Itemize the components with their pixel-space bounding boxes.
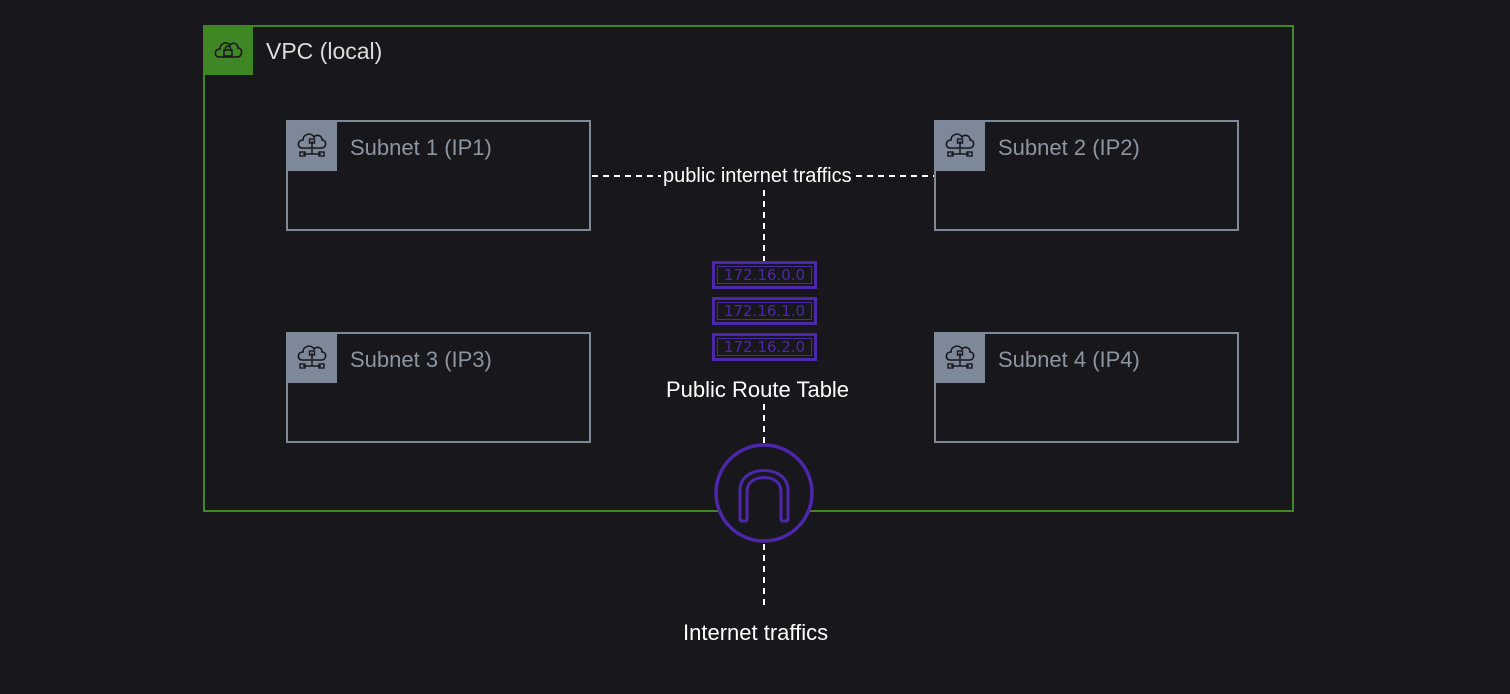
route-entry-text: 172.16.2.0 (723, 338, 806, 356)
subnet-3 (286, 332, 591, 443)
subnet-1-label: Subnet 1 (IP1) (350, 135, 492, 160)
subnet-4-badge (935, 333, 985, 383)
cloud-lock-icon (214, 42, 243, 58)
route-entry-text: 172.16.1.0 (723, 302, 806, 320)
route-entry: 172.16.2.0 (712, 333, 817, 361)
cloud-network-icon (945, 133, 975, 157)
subnet-link-label: public internet traffics (661, 165, 854, 188)
subnet-1-badge (287, 121, 337, 171)
cloud-network-icon (297, 133, 327, 157)
route-entry-frame (717, 302, 812, 320)
subnet-1 (286, 120, 591, 231)
route-entry: 172.16.0.0 (712, 261, 817, 289)
vpc-label: VPC (local) (266, 38, 383, 64)
subnet-4-label: Subnet 4 (IP4) (998, 347, 1140, 372)
route-entry: 172.16.1.0 (712, 297, 817, 325)
route-table-label: Public Route Table (666, 377, 850, 402)
subnet-3-badge (287, 333, 337, 383)
subnet-2-label: Subnet 2 (IP2) (998, 135, 1140, 160)
cloud-network-icon (945, 345, 975, 369)
vpc-badge (203, 25, 253, 75)
route-entry-text: 172.16.0.0 (723, 266, 806, 284)
subnet-4 (934, 332, 1239, 443)
route-entry-frame (717, 338, 812, 356)
internet-label: Internet traffics (683, 620, 829, 645)
subnet-2-badge (935, 121, 985, 171)
internet-gateway-icon (714, 443, 814, 543)
subnet-3-label: Subnet 3 (IP3) (350, 347, 492, 372)
route-entry-frame (717, 266, 812, 284)
subnet-2 (934, 120, 1239, 231)
cloud-network-icon (297, 345, 327, 369)
